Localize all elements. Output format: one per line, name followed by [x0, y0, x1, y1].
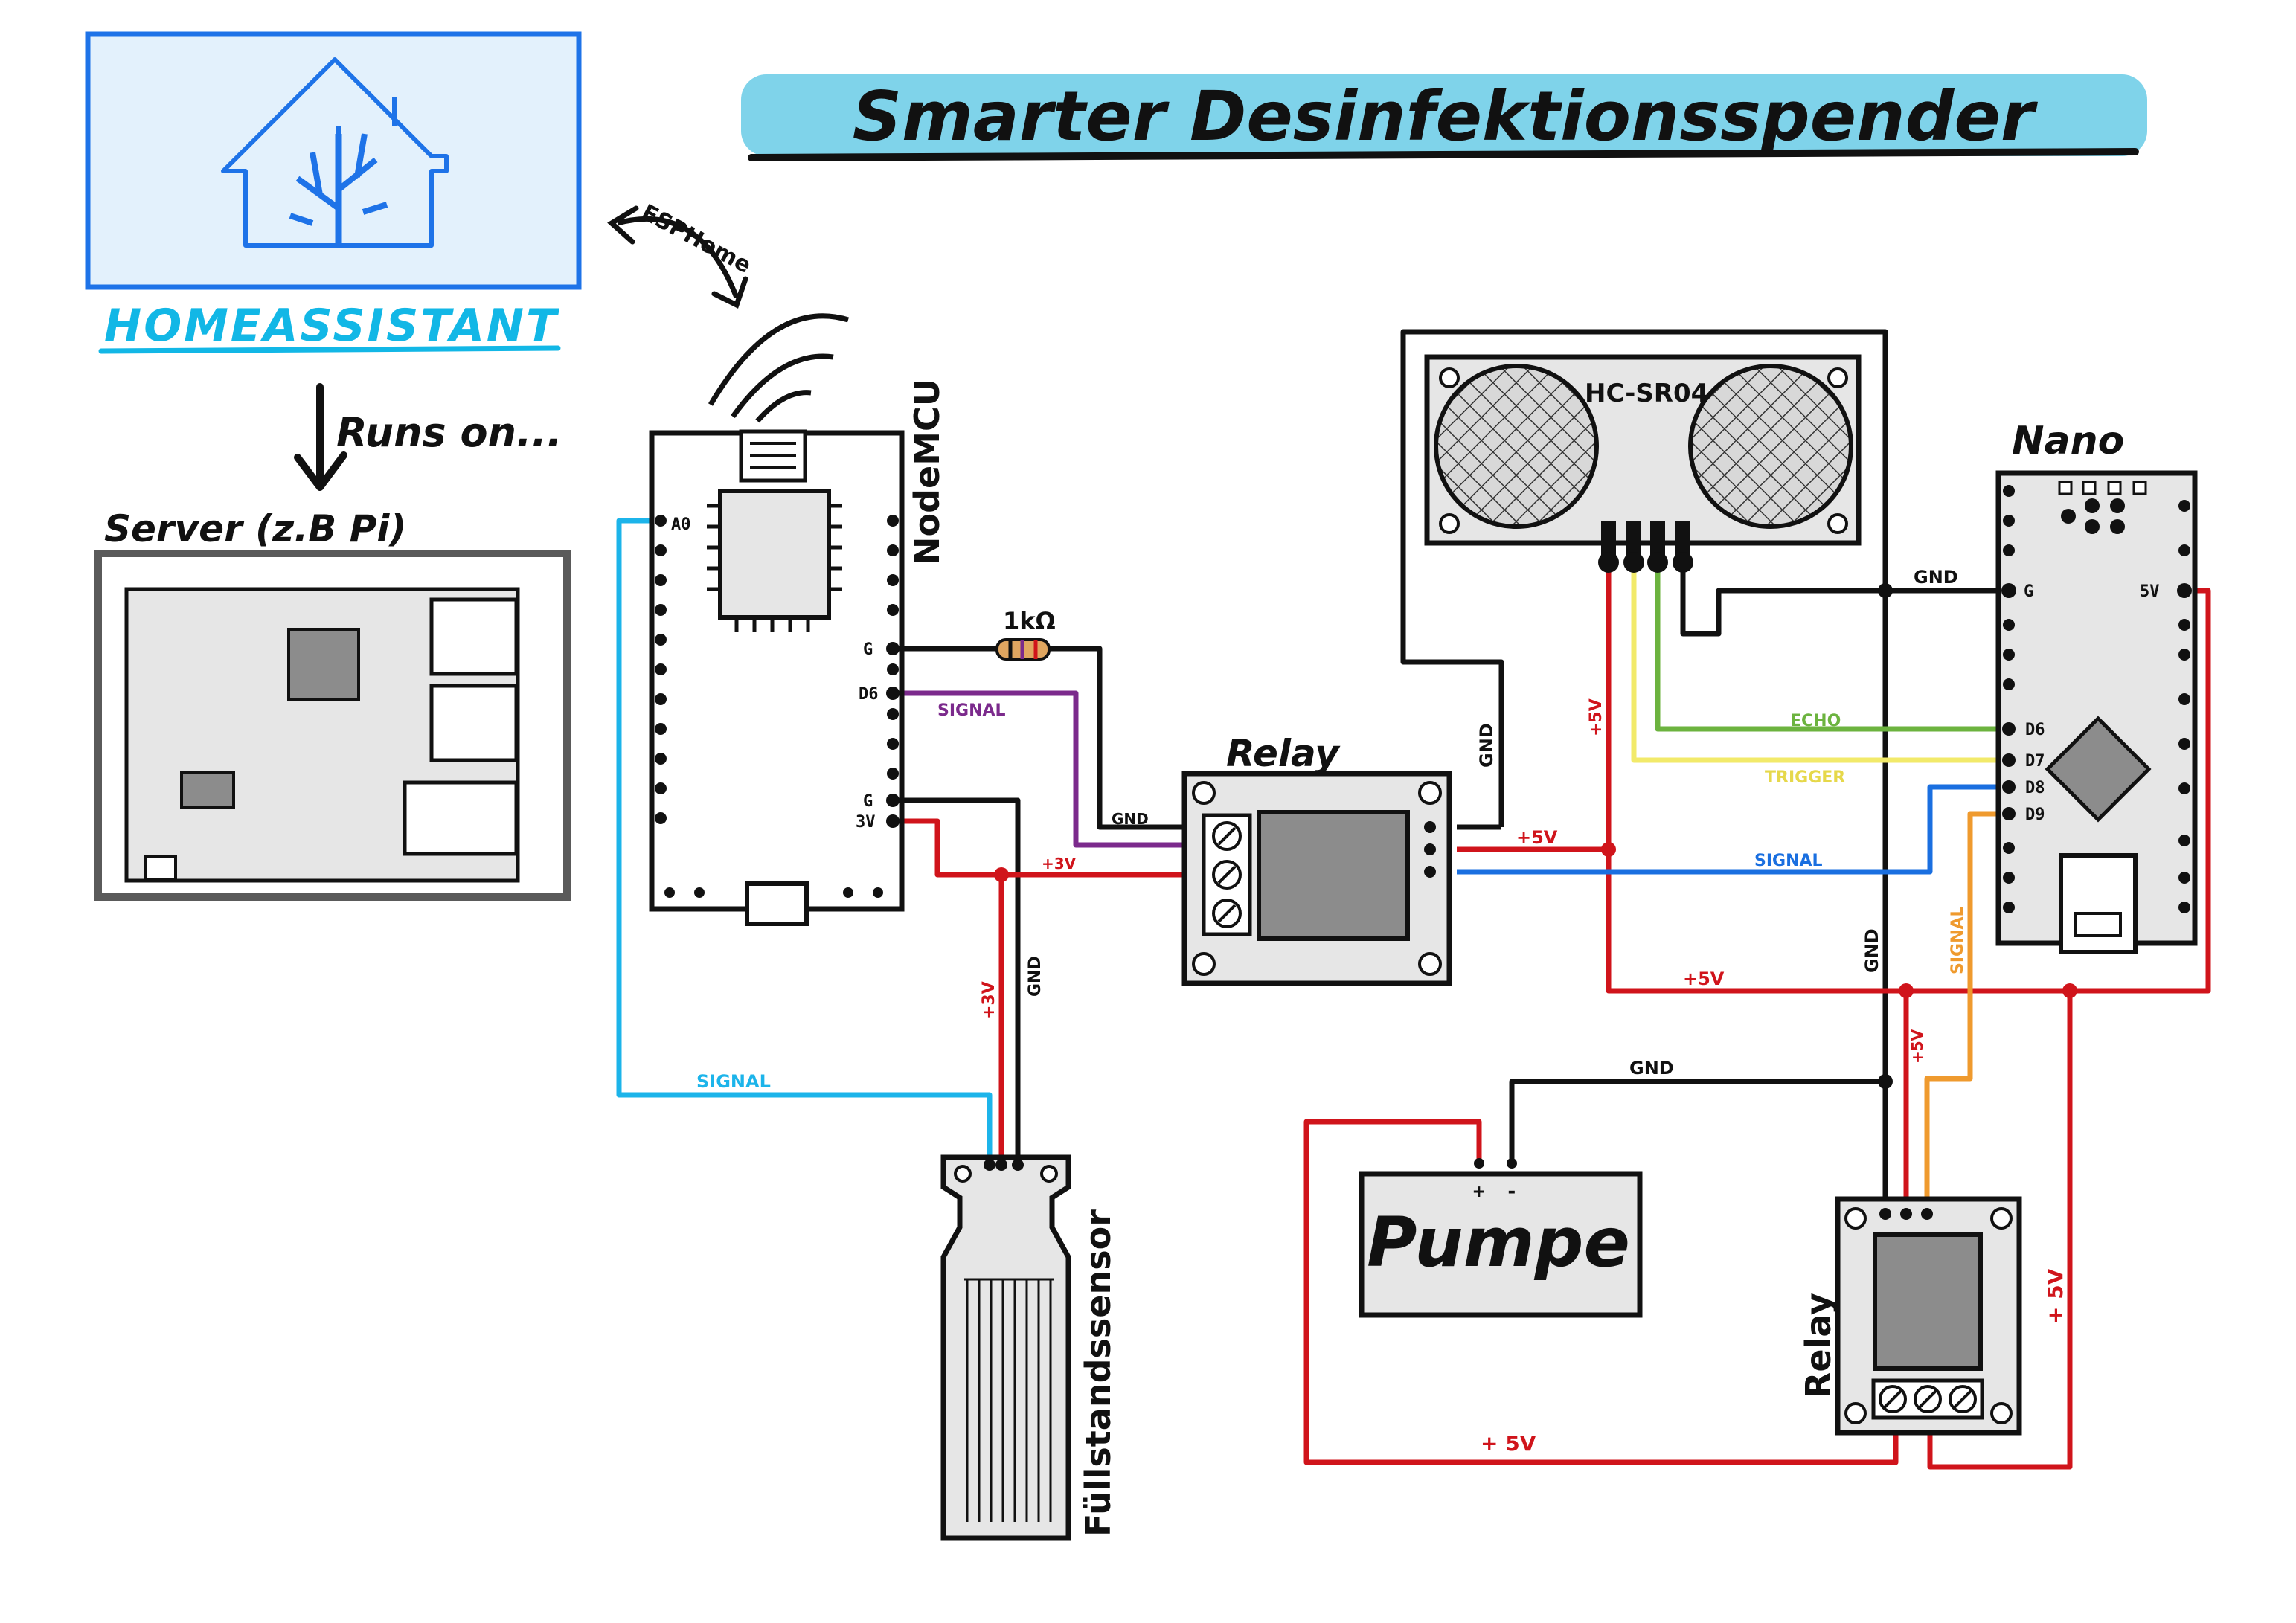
esp-chip: [718, 489, 831, 620]
nodemcu-label: NodeMCU: [907, 379, 947, 565]
wire-label-plus3v-sensor: +3V: [980, 981, 998, 1019]
wire-label-gnd-hc: GND: [1476, 723, 1497, 768]
pi-cpu: [287, 628, 360, 701]
esphome-label: ESPHome: [637, 199, 755, 279]
sensor-label: Füllstandssensor: [1078, 1209, 1118, 1537]
wifi-arc-inner: [755, 390, 812, 423]
hcsr04-pins: [1598, 521, 1693, 573]
wire-label-echo: ECHO: [1790, 712, 1841, 730]
relay2-pins: [1879, 1208, 1933, 1220]
pump-body: [1359, 1171, 1643, 1318]
pump-label: Pumpe: [1367, 1203, 1630, 1282]
wire-label-signal-nano: SIGNAL: [1754, 852, 1823, 870]
esp-chip-pins: [707, 504, 842, 632]
nano-pin-d8: D8: [2025, 779, 2045, 797]
esphome-arrow: ESPHome: [607, 199, 755, 309]
server-box: Server (z.B Pi): [94, 507, 571, 901]
nodemcu-pin-3v: 3V: [856, 813, 876, 832]
relay2-screws: [1879, 1385, 1977, 1413]
nodemcu-usb-port: [745, 881, 809, 926]
homeassistant-label: HOMEASSISTANT: [104, 300, 559, 352]
relay1-screws: [1212, 821, 1242, 928]
pi-ethernet-port: [403, 780, 519, 856]
hcsr04-label: HC-SR04: [1585, 379, 1708, 408]
relay1-label: Relay: [1226, 732, 1341, 775]
nano-pin-d7: D7: [2025, 752, 2045, 771]
nano-usb-port: [2059, 853, 2138, 954]
page-title: Smarter Desinfektionsspender: [853, 77, 2039, 156]
nano-pin-d9: D9: [2025, 806, 2045, 824]
nano-pin-headers: [2001, 485, 2192, 913]
pi-chip: [180, 771, 235, 809]
relay2-label: Relay: [1798, 1293, 1838, 1398]
relay1-pins: [1424, 821, 1436, 878]
wire-label-plus5v-hc: +5V: [1587, 698, 1606, 736]
wifi-arc-middle: [731, 353, 834, 419]
wire-label-signal-d6: SIGNAL: [937, 701, 1006, 720]
nodemcu-pin-a0: A0: [671, 515, 691, 534]
wire-label-plus5v-pump: + 5V: [1481, 1431, 1536, 1456]
title-background: [741, 74, 2147, 156]
pump: Pumpe + -: [1359, 1158, 1643, 1318]
nano: Nano G 5V D6 D7 D8 D9: [1995, 419, 2198, 954]
fuellstandssensor: Füllstandssensor: [940, 1154, 1118, 1541]
hcsr04: HC-SR04: [1424, 354, 1862, 573]
nodemcu-pin-d6: D6: [859, 685, 879, 704]
relay2-coil: [1873, 1232, 1983, 1371]
runs-on-arrow: Runs on...: [294, 383, 562, 491]
nano-label: Nano: [2012, 419, 2124, 463]
relay2: Relay: [1798, 1196, 2022, 1436]
relay1: Relay: [1181, 732, 1452, 986]
hcsr04-receiver: [1688, 364, 1853, 529]
pi-micro-usb: [144, 855, 177, 881]
nodemcu: NodeMCU A0 G D6 G 3V: [649, 313, 947, 926]
title-underline: [748, 148, 2139, 161]
wire-labels: SIGNAL GND +3V GND +3V SIGNAL GND +5V GN…: [696, 567, 2068, 1456]
pump-plus: +: [1473, 1180, 1485, 1203]
wire-label-plus5v-bottom: +5V: [1683, 968, 1725, 989]
title-banner: Smarter Desinfektionsspender: [741, 74, 2147, 161]
wire-label-plus3v-relay1: +3V: [1042, 855, 1077, 872]
wifi-arc-outer: [708, 313, 850, 406]
wire-label-gnd-pump: GND: [1629, 1058, 1674, 1079]
home-assistant-icon: [221, 57, 449, 248]
relay1-coil: [1257, 810, 1410, 941]
nano-pin-d6: D6: [2025, 721, 2045, 739]
nodemcu-pin-headers: [655, 515, 900, 898]
wire-label-gnd-sensor: GND: [1026, 956, 1045, 997]
pi-usb-port-2: [429, 684, 519, 762]
resistor: 1kΩ: [995, 607, 1056, 661]
wire-label-gnd-nano: GND: [1914, 567, 1958, 588]
sensor-traces: [964, 1278, 1054, 1522]
wire-label-gnd-vertical: GND: [1862, 928, 1882, 973]
nodemcu-pin-g1: G: [863, 640, 873, 659]
nano-chip: [2045, 716, 2152, 823]
wire-label-plus5v-right: + 5V: [2043, 1268, 2068, 1324]
wire-label-plus5v-relay1: +5V: [1516, 827, 1558, 848]
sensor-board: [940, 1154, 1071, 1541]
homeassistant-box: HOMEASSISTANT: [85, 31, 582, 354]
wire-label-signal-a0: SIGNAL: [696, 1071, 771, 1092]
wire-label-signal-vertical: SIGNAL: [1949, 906, 1967, 974]
wire-label-trigger: TRIGGER: [1765, 768, 1845, 787]
nodemcu-pin-g2: G: [863, 792, 873, 811]
wire-label-plus5v-relay2: +5V: [1908, 1029, 1926, 1064]
hcsr04-transmitter: [1434, 364, 1599, 529]
nano-pin-g: G: [2024, 582, 2033, 601]
wire-label-gnd-relay1: GND: [1112, 810, 1149, 828]
pump-minus: -: [1506, 1180, 1518, 1203]
junctions: [994, 583, 2077, 1089]
nano-pin-5v: 5V: [2140, 582, 2160, 601]
resistor-label: 1kΩ: [1003, 607, 1056, 635]
runs-on-label: Runs on...: [336, 409, 562, 456]
server-label: Server (z.B Pi): [104, 507, 406, 550]
pi-usb-port-1: [429, 597, 519, 676]
